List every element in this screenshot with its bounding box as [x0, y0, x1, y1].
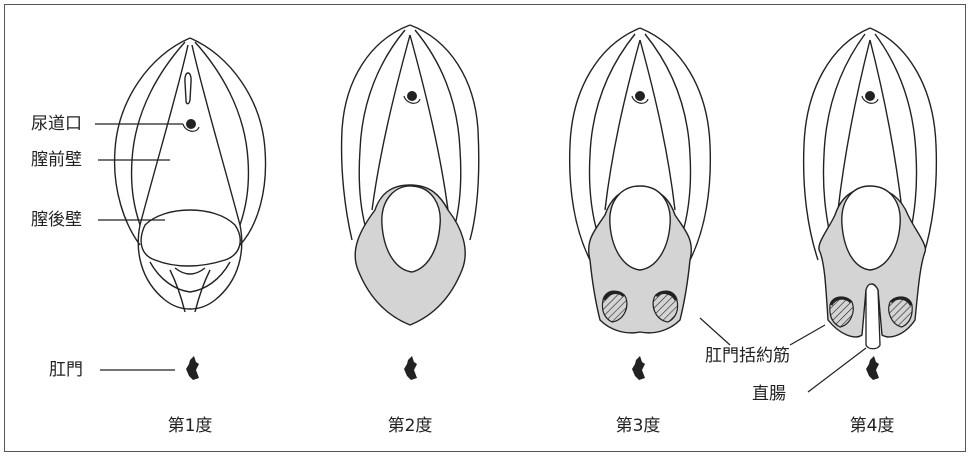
caption-degree-1: 第1度: [150, 418, 230, 435]
label-anterior-vaginal-wall: 膣前壁: [31, 152, 82, 169]
degree-4-anus-mark: [866, 356, 879, 380]
label-anal-sphincter: 肛門括約筋: [705, 348, 790, 365]
label-posterior-vaginal-wall: 膣後壁: [31, 212, 82, 229]
label-urethral-opening: 尿道口: [31, 116, 82, 133]
label-anus: 肛門: [49, 362, 83, 379]
degree-1-urethra-mark: [183, 119, 199, 131]
degree-2-anus-mark: [404, 356, 417, 380]
degree-1-figure: [115, 38, 266, 312]
leader-sphincter-4: [790, 325, 825, 345]
caption-degree-3: 第3度: [598, 418, 678, 435]
caption-degree-2: 第2度: [370, 418, 450, 435]
degree-4-urethra-mark: [862, 91, 878, 103]
degree-4-rectal-tear: [866, 284, 880, 349]
label-rectum: 直腸: [752, 386, 786, 403]
degree-1-anus-mark: [186, 356, 199, 380]
degree-3-urethra-mark: [632, 91, 648, 103]
leader-rectum: [808, 348, 866, 392]
caption-degree-4: 第4度: [832, 418, 912, 435]
leader-sphincter-3: [700, 318, 730, 345]
degree-2-urethra-mark: [404, 91, 420, 103]
degree-3-anus-mark: [632, 356, 645, 380]
